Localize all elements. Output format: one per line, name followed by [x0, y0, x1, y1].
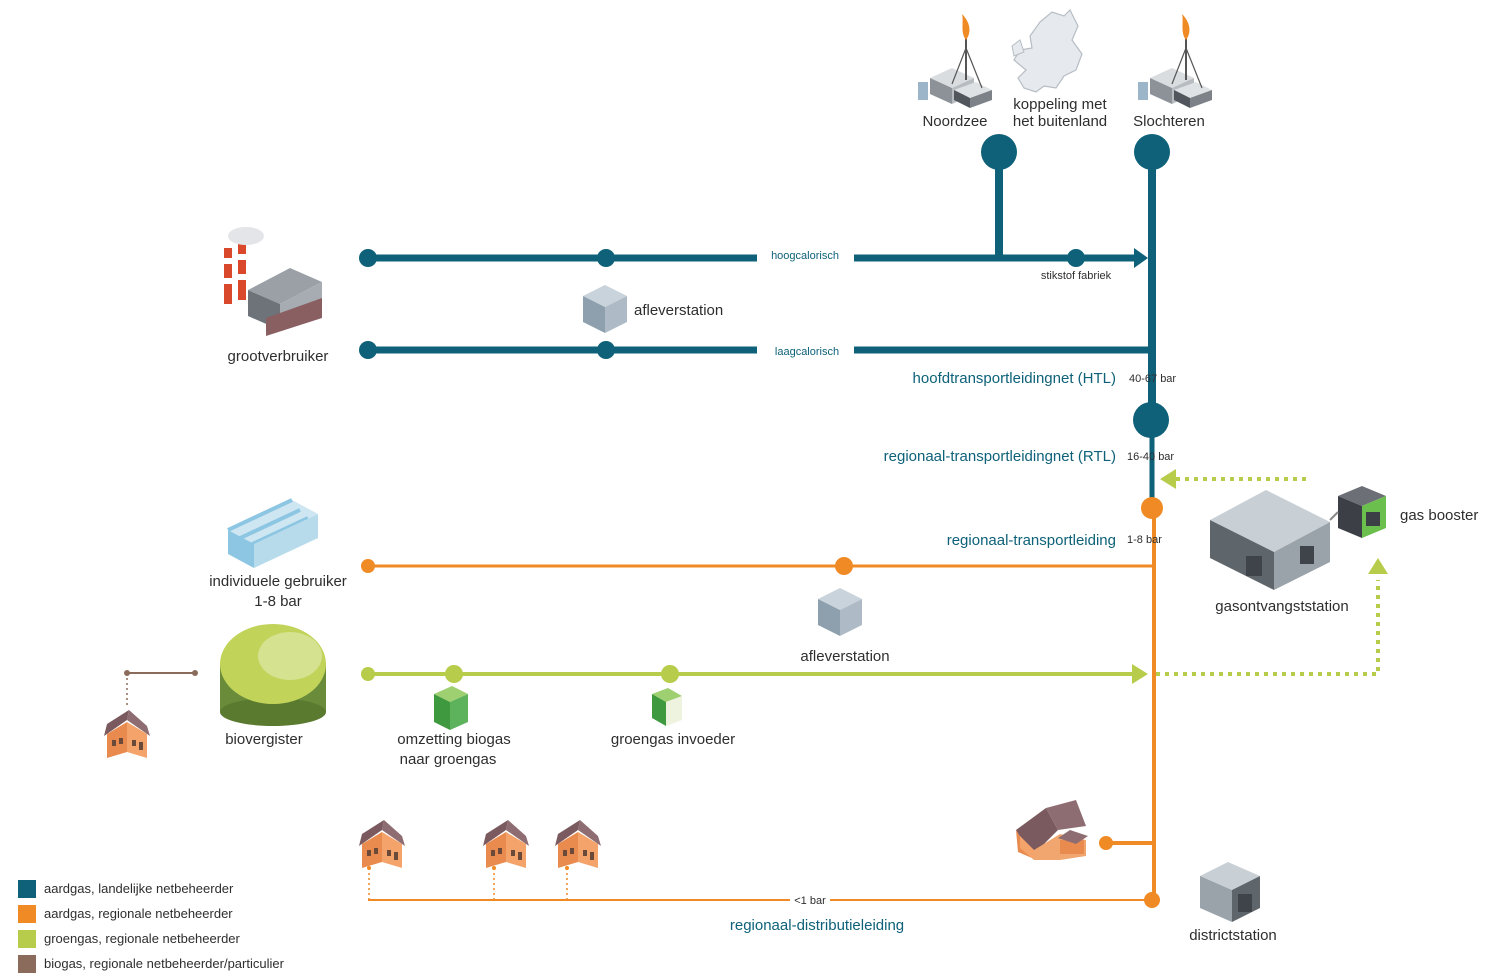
villa-icon: [1016, 800, 1088, 860]
biodigester-icon: [220, 624, 326, 726]
legend-swatch-green: [18, 929, 36, 948]
green-to-booster-dotted: [1156, 580, 1380, 676]
high-calorific-label: hoogcalorisch: [771, 250, 839, 262]
green-feeder-label: groengas invoeder: [611, 731, 735, 748]
htl-pressure-label: 40-67 bar: [1129, 373, 1176, 385]
house-dot-3: [565, 866, 569, 870]
rtl-inject-arrowhead: [1160, 469, 1176, 489]
legend-item-national: aardgas, landelijke netbeheerder: [18, 876, 284, 901]
legend-label-national: aardgas, landelijke netbeheerder: [44, 881, 234, 896]
slochteren-node: [1134, 134, 1170, 170]
green-feeder-icon: [652, 688, 682, 726]
delivery-mid-dot: [835, 557, 853, 575]
abroad-label-line2: het buitenland: [1013, 113, 1107, 130]
biogas-link: [126, 672, 195, 705]
biogas-dot-right: [192, 670, 198, 676]
conversion-label-line1: omzetting biogas: [397, 731, 510, 748]
rtp-label: regionaal-transportleiding: [947, 532, 1116, 549]
feeder-dot: [661, 665, 679, 683]
receiving-station-icon: [1210, 490, 1339, 590]
green-line-arrowhead: [1132, 664, 1148, 684]
high-line-arrowhead: [1134, 248, 1148, 268]
individual-user-label-line1: individuele gebruiker: [209, 573, 347, 590]
legend-swatch-national: [18, 879, 36, 898]
legend-item-green: groengas, regionale netbeheerder: [18, 926, 284, 951]
individual-user-label-line2: 1-8 bar: [254, 593, 302, 610]
house-icon-2: [483, 820, 529, 868]
rtl-regional-node: [1141, 497, 1163, 519]
rtp-pressure-label: 1-8 bar: [1127, 534, 1162, 546]
legend-label-biogas: biogas, regionale netbeheerder/particuli…: [44, 956, 284, 971]
legend-label-regional: aardgas, regionale netbeheerder: [44, 906, 233, 921]
abroad-label-line1: koppeling met: [1013, 96, 1107, 113]
legend-item-biogas: biogas, regionale netbeheerder/particuli…: [18, 951, 284, 976]
delivery-mid-icon: [818, 588, 862, 636]
villa-dot: [1099, 836, 1113, 850]
biogas-dot-left: [124, 670, 130, 676]
low-calorific-label: laagcalorisch: [775, 346, 839, 358]
booster-icon: [1338, 486, 1386, 538]
noordzee-platform-icon: [917, 13, 993, 109]
rtl-label: regionaal-transportleidingnet (RTL): [884, 448, 1116, 465]
high-line-dot: [597, 249, 615, 267]
house-icon-3: [555, 820, 601, 868]
legend-swatch-regional: [18, 904, 36, 923]
house-dot-2: [492, 866, 496, 870]
large-consumer-label: grootverbruiker: [228, 348, 329, 365]
delivery-top-icon: [583, 285, 627, 333]
conversion-unit-icon: [434, 686, 468, 730]
high-line-start-dot: [359, 249, 377, 267]
noordzee-label: Noordzee: [922, 113, 987, 130]
low-line-start-dot: [359, 341, 377, 359]
greenhouse-icon: [227, 498, 318, 568]
legend: aardgas, landelijke netbeheerder aardgas…: [18, 876, 284, 976]
biogas-house-icon: [104, 710, 150, 758]
regional-network: [368, 508, 1156, 901]
receiving-station-label: gasontvangststation: [1215, 598, 1348, 615]
factory-icon: [224, 227, 322, 336]
legend-item-regional: aardgas, regionale netbeheerder: [18, 901, 284, 926]
green-line-start-dot: [361, 667, 375, 681]
slochteren-platform-icon: [1137, 13, 1213, 109]
house-icon-1: [359, 820, 405, 868]
green-network: [368, 477, 1380, 676]
gas-booster-label: gas booster: [1400, 507, 1478, 524]
nitrogen-plant-dot: [1067, 249, 1085, 267]
district-node: [1144, 892, 1160, 908]
district-station-icon: [1200, 862, 1260, 922]
delivery-mid-label: afleverstation: [800, 648, 889, 665]
europe-map-icon: [1011, 8, 1083, 93]
booster-up-arrowhead: [1368, 558, 1388, 574]
distribution-pressure-label: <1 bar: [794, 895, 826, 907]
nitrogen-plant-label: stikstof fabriek: [1041, 270, 1112, 282]
individual-user-dot: [361, 559, 375, 573]
conversion-dot: [445, 665, 463, 683]
htl-label: hoofdtransportleidingnet (HTL): [913, 370, 1116, 387]
legend-swatch-biogas: [18, 954, 36, 973]
distribution-label: regionaal-distributieleiding: [730, 917, 904, 934]
conversion-label-line2: naar groengas: [400, 751, 497, 768]
rtl-pressure-label: 16-40 bar: [1127, 451, 1174, 463]
digester-label: biovergister: [225, 731, 303, 748]
slochteren-label: Slochteren: [1133, 113, 1205, 130]
htl-rtl-node: [1133, 402, 1169, 438]
noordzee-node: [981, 134, 1017, 170]
delivery-top-label: afleverstation: [634, 302, 723, 319]
district-station-label: districtstation: [1189, 927, 1277, 944]
low-line-dot: [597, 341, 615, 359]
legend-label-green: groengas, regionale netbeheerder: [44, 931, 240, 946]
house-dot-1: [367, 866, 371, 870]
